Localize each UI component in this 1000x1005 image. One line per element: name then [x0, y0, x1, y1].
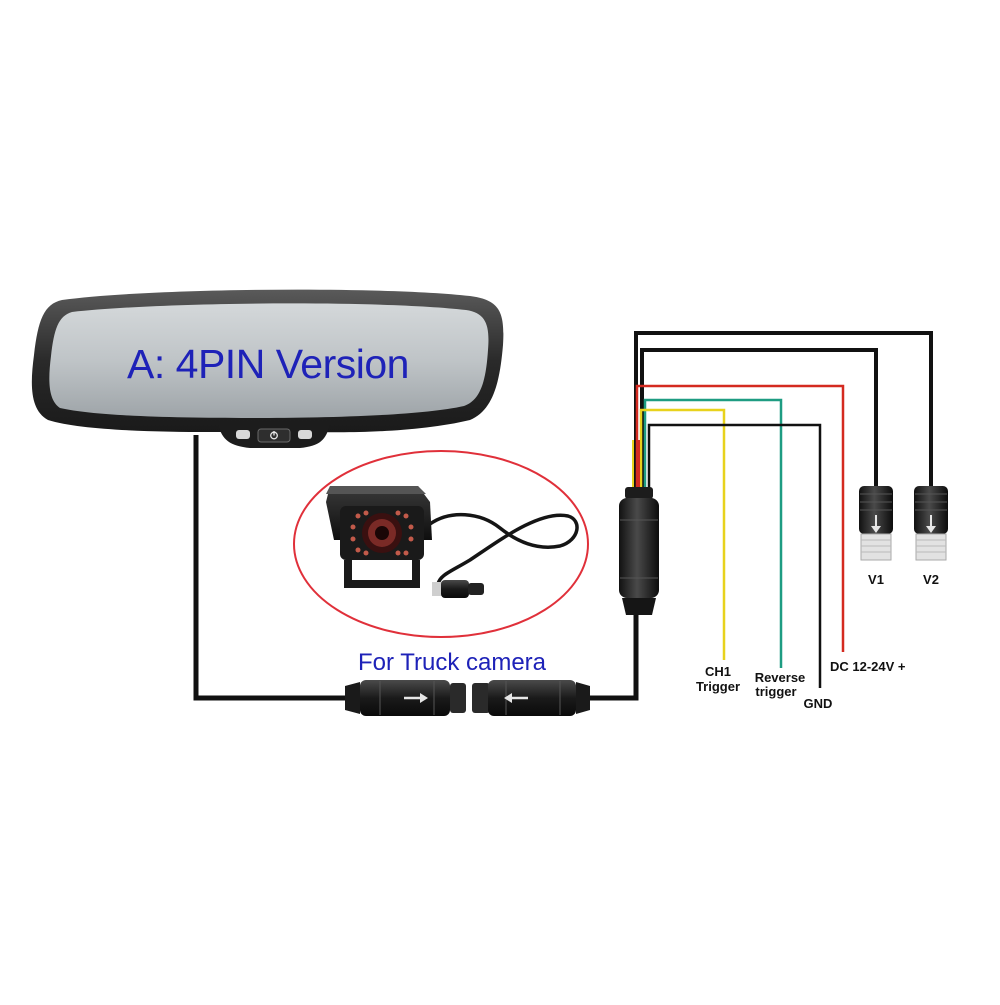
reverse-wire — [643, 398, 783, 668]
camera-bracket — [344, 560, 420, 588]
trunk-cable — [590, 612, 639, 701]
dc-wire — [635, 384, 845, 652]
v1-plug: V1 — [859, 486, 893, 587]
ch1-label-line1: CH1 — [705, 664, 731, 679]
reverse-label-line2: trigger — [755, 684, 796, 699]
camera-callout-ellipse — [293, 450, 589, 638]
connector-female[interactable] — [472, 680, 590, 716]
connector-male[interactable] — [345, 680, 466, 716]
mirror-title: A: 4PIN Version — [127, 341, 409, 387]
mirror-glass — [49, 303, 489, 418]
camera-caption: For Truck camera — [358, 649, 547, 676]
left-button-icon[interactable] — [236, 430, 250, 439]
arrow-left-icon — [504, 693, 528, 703]
camera-aviation-plug — [432, 580, 484, 598]
camera-callout: For Truck camera — [293, 450, 589, 676]
wire-labels: CH1 Trigger Reverse trigger GND DC 12-24… — [696, 659, 906, 711]
camera-cable — [428, 512, 579, 585]
arrow-right-icon — [404, 693, 428, 703]
ch1-label-line2: Trigger — [696, 679, 740, 694]
v1-wire — [640, 348, 878, 490]
v1-label: V1 — [868, 572, 884, 587]
v2-label: V2 — [923, 572, 939, 587]
wires — [193, 331, 933, 701]
splitter-connector — [619, 487, 659, 615]
arrow-down-icon — [871, 515, 881, 533]
dc-label: DC 12-24V + — [830, 659, 906, 674]
reverse-label-line1: Reverse — [755, 670, 806, 685]
ch1-wire — [639, 408, 726, 660]
v2-plug: V2 — [914, 486, 948, 587]
rearview-mirror: A: 4PIN Version — [31, 289, 504, 448]
arrow-down-icon — [926, 515, 936, 533]
gnd-label: GND — [804, 696, 833, 711]
gnd-wire — [647, 423, 822, 688]
camera-ir-leds — [350, 510, 414, 556]
mirror-cable — [193, 435, 345, 701]
v2-wire — [634, 331, 933, 490]
right-button-icon[interactable] — [298, 430, 312, 439]
